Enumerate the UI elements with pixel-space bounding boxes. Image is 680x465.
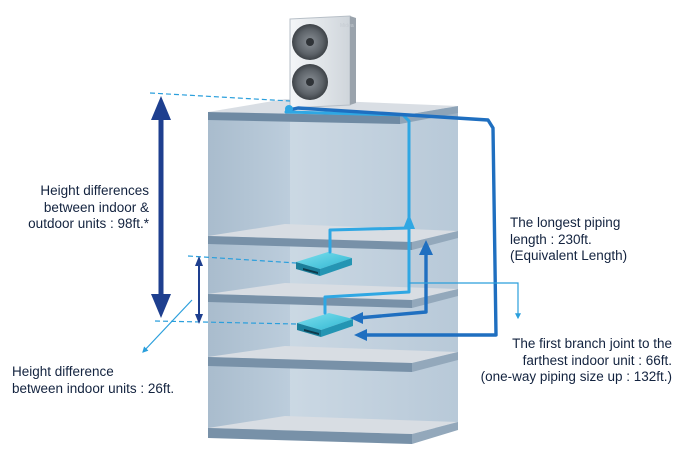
label-height-outdoor: Height differences between indoor & outd… <box>20 183 149 233</box>
flow-arrow-left-2 <box>354 329 367 341</box>
label-first-branch: The first branch joint to the farthest i… <box>450 336 672 386</box>
floor-slab-2 <box>208 346 458 363</box>
indoor-unit-upper <box>296 252 352 276</box>
label-line: Height difference <box>12 364 114 379</box>
leader-first-branch <box>409 282 521 320</box>
flow-arrow-left-1 <box>350 312 363 324</box>
label-line: The first branch joint to the <box>512 336 672 351</box>
label-line: (Equivalent Length) <box>510 248 628 263</box>
label-height-indoor: Height difference between indoor units :… <box>12 364 174 397</box>
building <box>208 106 458 438</box>
building-front-face <box>290 106 458 428</box>
pipe-light-upper <box>284 106 411 254</box>
flow-arrow-up-dark <box>419 240 433 255</box>
label-line: between indoor units : 26ft. <box>12 380 175 396</box>
roof-slab <box>208 99 458 116</box>
label-line: between indoor & <box>43 199 149 215</box>
leader-lines <box>142 282 521 353</box>
label-line: The longest piping <box>510 215 621 230</box>
piping <box>284 105 498 341</box>
pipe-light-lower <box>323 226 411 315</box>
flow-arrow-up-light <box>403 214 415 229</box>
pipe-dark-main <box>287 106 498 337</box>
floor-slab-3 <box>208 283 458 300</box>
label-line: length : 230ft. <box>510 231 592 247</box>
height-arrow-outdoor <box>151 96 171 318</box>
leader-indoor-height <box>142 299 193 353</box>
indoor-unit-lower <box>297 313 353 337</box>
building-left-face <box>208 106 290 438</box>
label-line: Height differences <box>40 183 149 198</box>
reference-lines <box>149 92 297 325</box>
label-longest-piping: The longest piping length : 230ft. (Equi… <box>510 215 627 265</box>
pipe-dark-branch <box>356 246 428 320</box>
outdoor-unit: Midea <box>289 15 356 109</box>
floor-slabs <box>208 99 458 444</box>
height-arrow-indoor <box>195 256 203 324</box>
label-line: (one-way piping size up : 132ft.) <box>480 369 672 384</box>
ground-slab <box>208 416 458 434</box>
brand-logo: Midea <box>340 23 354 29</box>
label-line: farthest indoor unit : 66ft. <box>522 352 672 368</box>
label-line: outdoor units : 98ft.* <box>28 216 149 231</box>
